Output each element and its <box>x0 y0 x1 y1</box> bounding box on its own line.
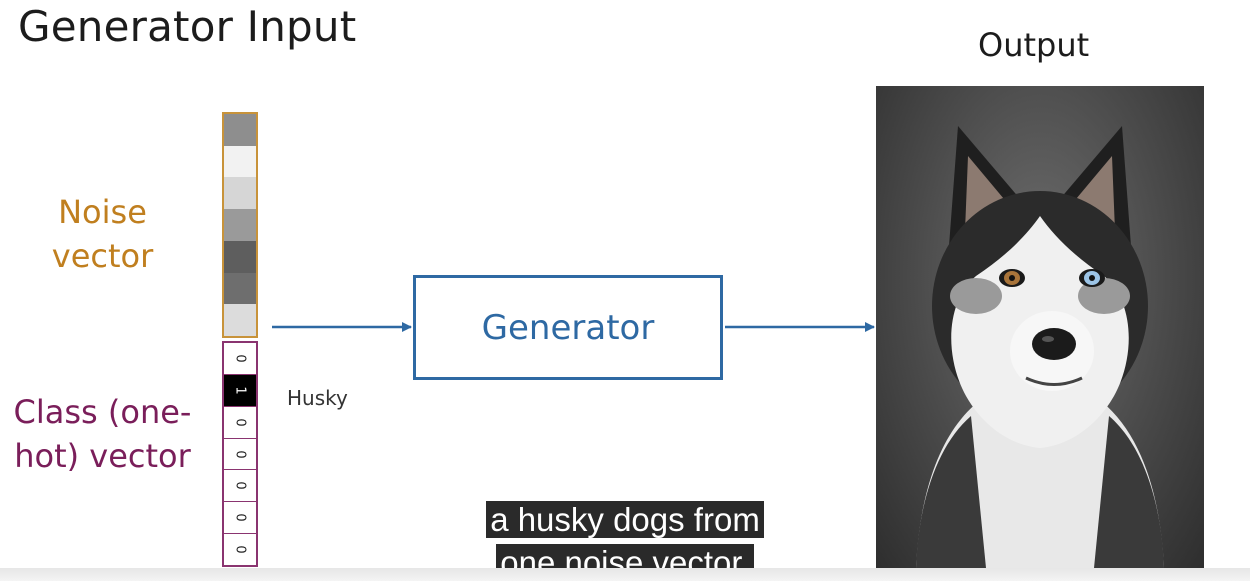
generator-box: Generator <box>413 275 723 380</box>
class-cell: 0 <box>224 469 256 501</box>
class-cell: 0 <box>224 437 256 470</box>
noise-vector <box>222 112 258 338</box>
class-cell: 1 <box>224 373 256 406</box>
class-label-line1: Class (one- <box>13 393 192 431</box>
class-vector-label: Class (one- hot) vector <box>0 390 205 478</box>
noise-cell <box>224 304 256 337</box>
class-cell: 0 <box>224 405 256 438</box>
class-name-label: Husky <box>287 386 348 410</box>
noise-cell <box>224 114 256 146</box>
class-cell: 0 <box>224 533 256 565</box>
noise-cell <box>224 209 256 241</box>
subtitle-line-1: a husky dogs from <box>0 499 1250 540</box>
class-label-line2: hot) vector <box>14 437 191 475</box>
output-label: Output <box>978 26 1090 64</box>
subtitle-text-1: a husky dogs from <box>486 501 764 538</box>
husky-illustration <box>916 126 1164 568</box>
husky-output-image <box>876 86 1204 568</box>
noise-cell <box>224 177 256 210</box>
noise-vector-label: Noise vector <box>30 190 175 278</box>
noise-label-line2: vector <box>51 237 154 275</box>
noise-cell <box>224 145 256 178</box>
noise-cell <box>224 272 256 305</box>
noise-label-line1: Noise <box>58 193 147 231</box>
slide-title: Generator Input <box>18 2 357 51</box>
class-cell: 0 <box>224 501 256 533</box>
noise-cell <box>224 240 256 273</box>
generator-label: Generator <box>481 307 655 348</box>
player-bottom-bar <box>0 568 1250 581</box>
